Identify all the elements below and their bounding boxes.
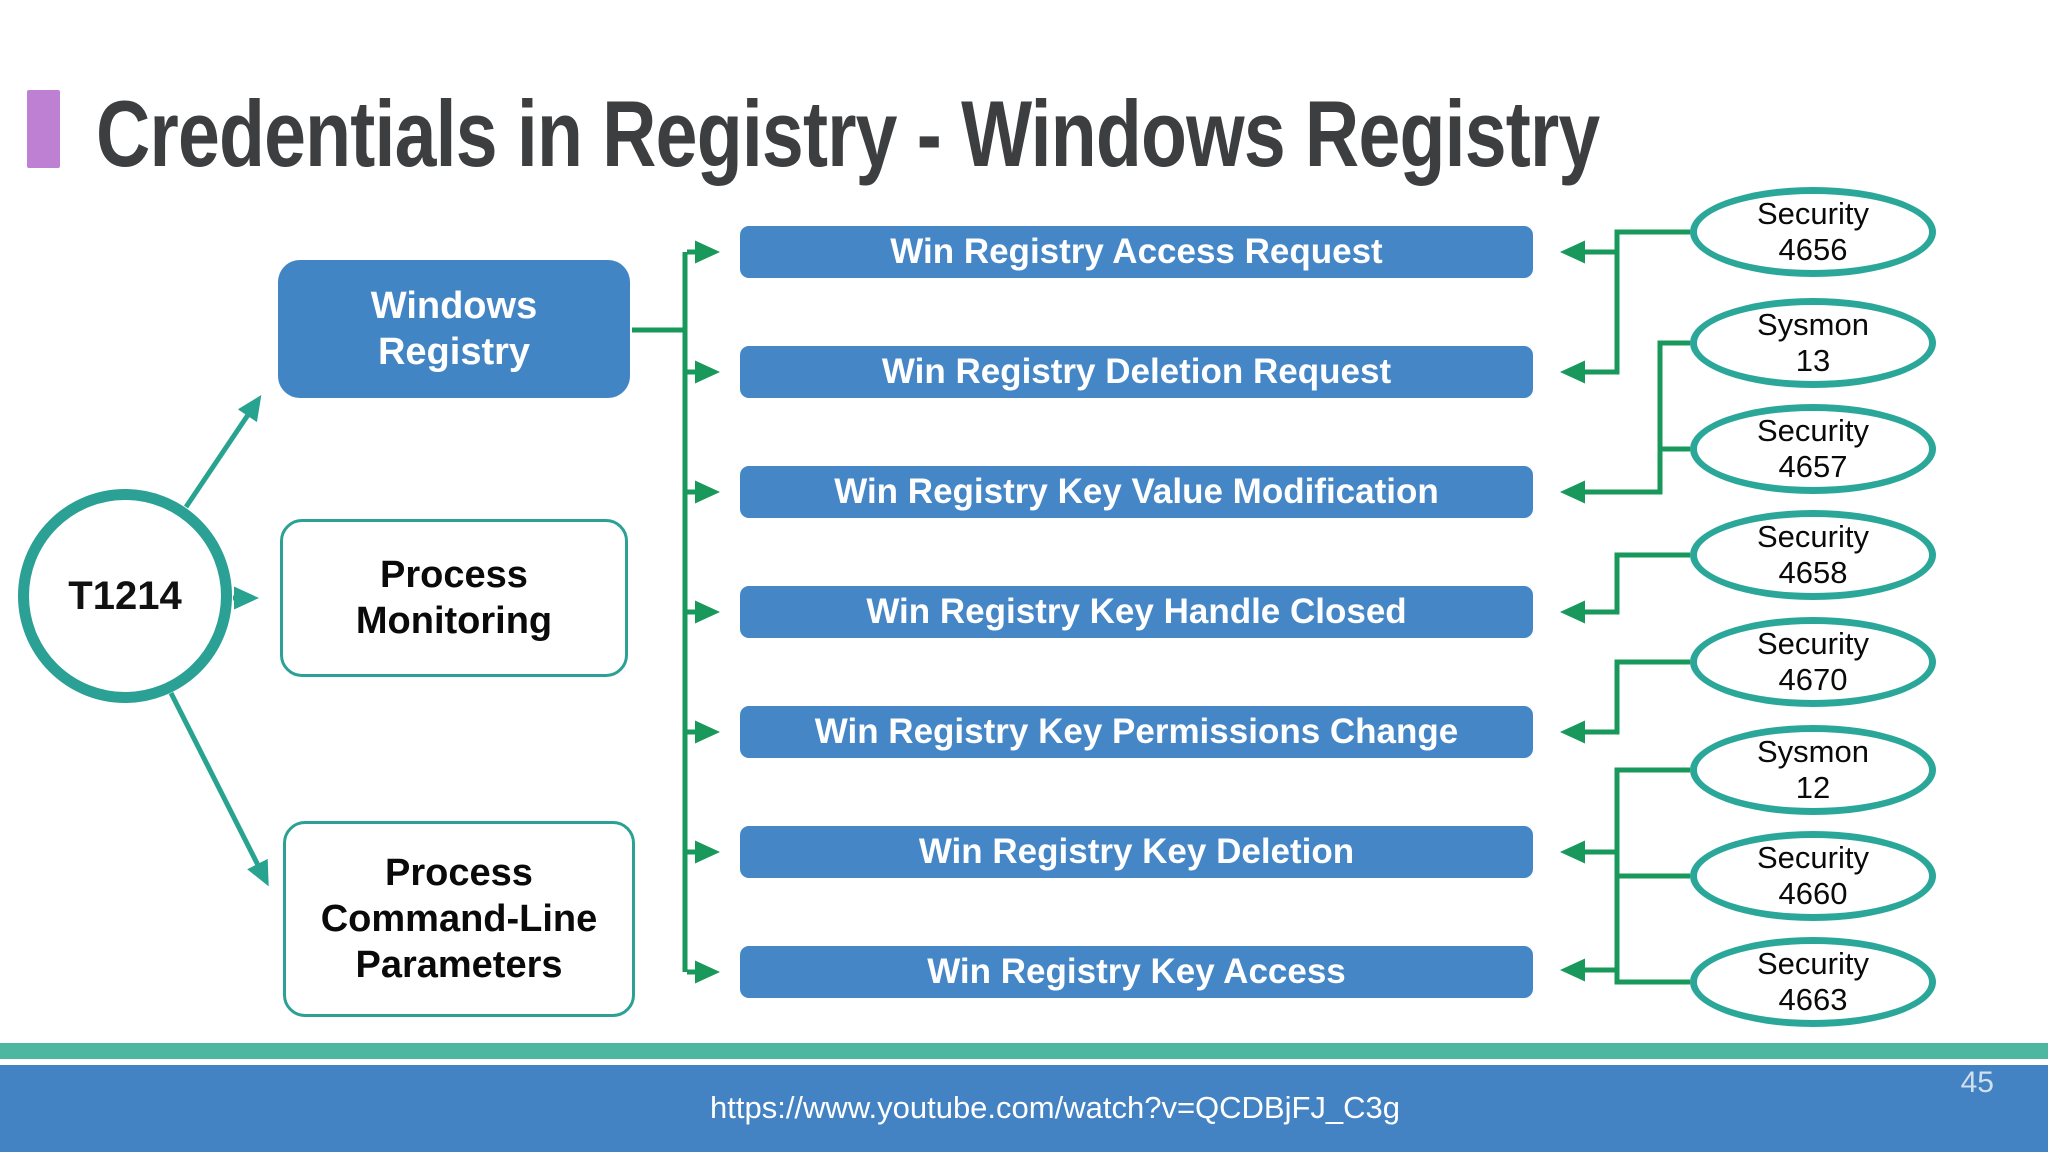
source-ellipse: Security 4657 bbox=[1690, 404, 1936, 494]
source-ellipse: Security 4658 bbox=[1690, 510, 1936, 600]
page-number: 45 bbox=[1960, 1066, 1994, 1099]
source-name: Security bbox=[1757, 626, 1869, 661]
event-bar: Win Registry Access Request bbox=[740, 226, 1533, 278]
footer-blue-band bbox=[0, 1065, 2048, 1152]
source-ellipse: Sysmon 13 bbox=[1690, 298, 1936, 388]
source-name: Security bbox=[1757, 413, 1869, 448]
event-bar: Win Registry Key Access bbox=[740, 946, 1533, 998]
technique-label: T1214 bbox=[68, 573, 182, 618]
source-id: 4670 bbox=[1778, 662, 1848, 697]
event-bar: Win Registry Key Handle Closed bbox=[740, 586, 1533, 638]
footer-url: https://www.youtube.com/watch?v=QCDBjFJ_… bbox=[710, 1090, 1401, 1125]
source-name: Security bbox=[1757, 946, 1869, 981]
source-name: Security bbox=[1757, 840, 1869, 875]
category-process-monitoring: Process Monitoring bbox=[280, 519, 628, 677]
source-name: Security bbox=[1757, 519, 1869, 554]
event-bar: Win Registry Key Permissions Change bbox=[740, 706, 1533, 758]
source-connector-lines bbox=[1559, 229, 1690, 985]
category-label: Process Command-Line Parameters bbox=[320, 852, 598, 986]
event-bar: Win Registry Deletion Request bbox=[740, 346, 1533, 398]
source-id: 4660 bbox=[1778, 876, 1848, 911]
source-id: 4658 bbox=[1778, 555, 1848, 590]
source-ellipse: Security 4670 bbox=[1690, 617, 1936, 707]
source-id: 4663 bbox=[1778, 982, 1848, 1017]
event-bar: Win Registry Key Value Modification bbox=[740, 466, 1533, 518]
source-ellipse: Security 4656 bbox=[1690, 187, 1936, 277]
event-bar: Win Registry Key Deletion bbox=[740, 826, 1533, 878]
category-process-command-line-parameters: Process Command-Line Parameters bbox=[283, 821, 635, 1017]
source-ellipse: Security 4663 bbox=[1690, 937, 1936, 1027]
category-windows-registry: Windows Registry bbox=[278, 260, 630, 398]
source-ellipse: Security 4660 bbox=[1690, 831, 1936, 921]
source-name: Sysmon bbox=[1757, 734, 1869, 769]
title-accent-bar bbox=[27, 90, 60, 168]
source-name: Sysmon bbox=[1757, 307, 1869, 342]
technique-arrows bbox=[168, 395, 269, 887]
left-trunk-lines bbox=[632, 240, 721, 984]
source-name: Security bbox=[1757, 196, 1869, 231]
source-ellipse: Sysmon 12 bbox=[1690, 725, 1936, 815]
source-id: 12 bbox=[1795, 770, 1831, 805]
page-title: Credentials in Registry - Windows Regist… bbox=[96, 81, 1600, 186]
footer-teal-band bbox=[0, 1043, 2048, 1059]
technique-node-t1214: T1214 bbox=[18, 489, 232, 703]
category-label: Windows Registry bbox=[370, 285, 538, 373]
source-id: 4656 bbox=[1778, 232, 1848, 267]
category-label: Process Monitoring bbox=[355, 554, 553, 642]
source-id: 13 bbox=[1795, 343, 1831, 378]
source-id: 4657 bbox=[1778, 449, 1848, 484]
